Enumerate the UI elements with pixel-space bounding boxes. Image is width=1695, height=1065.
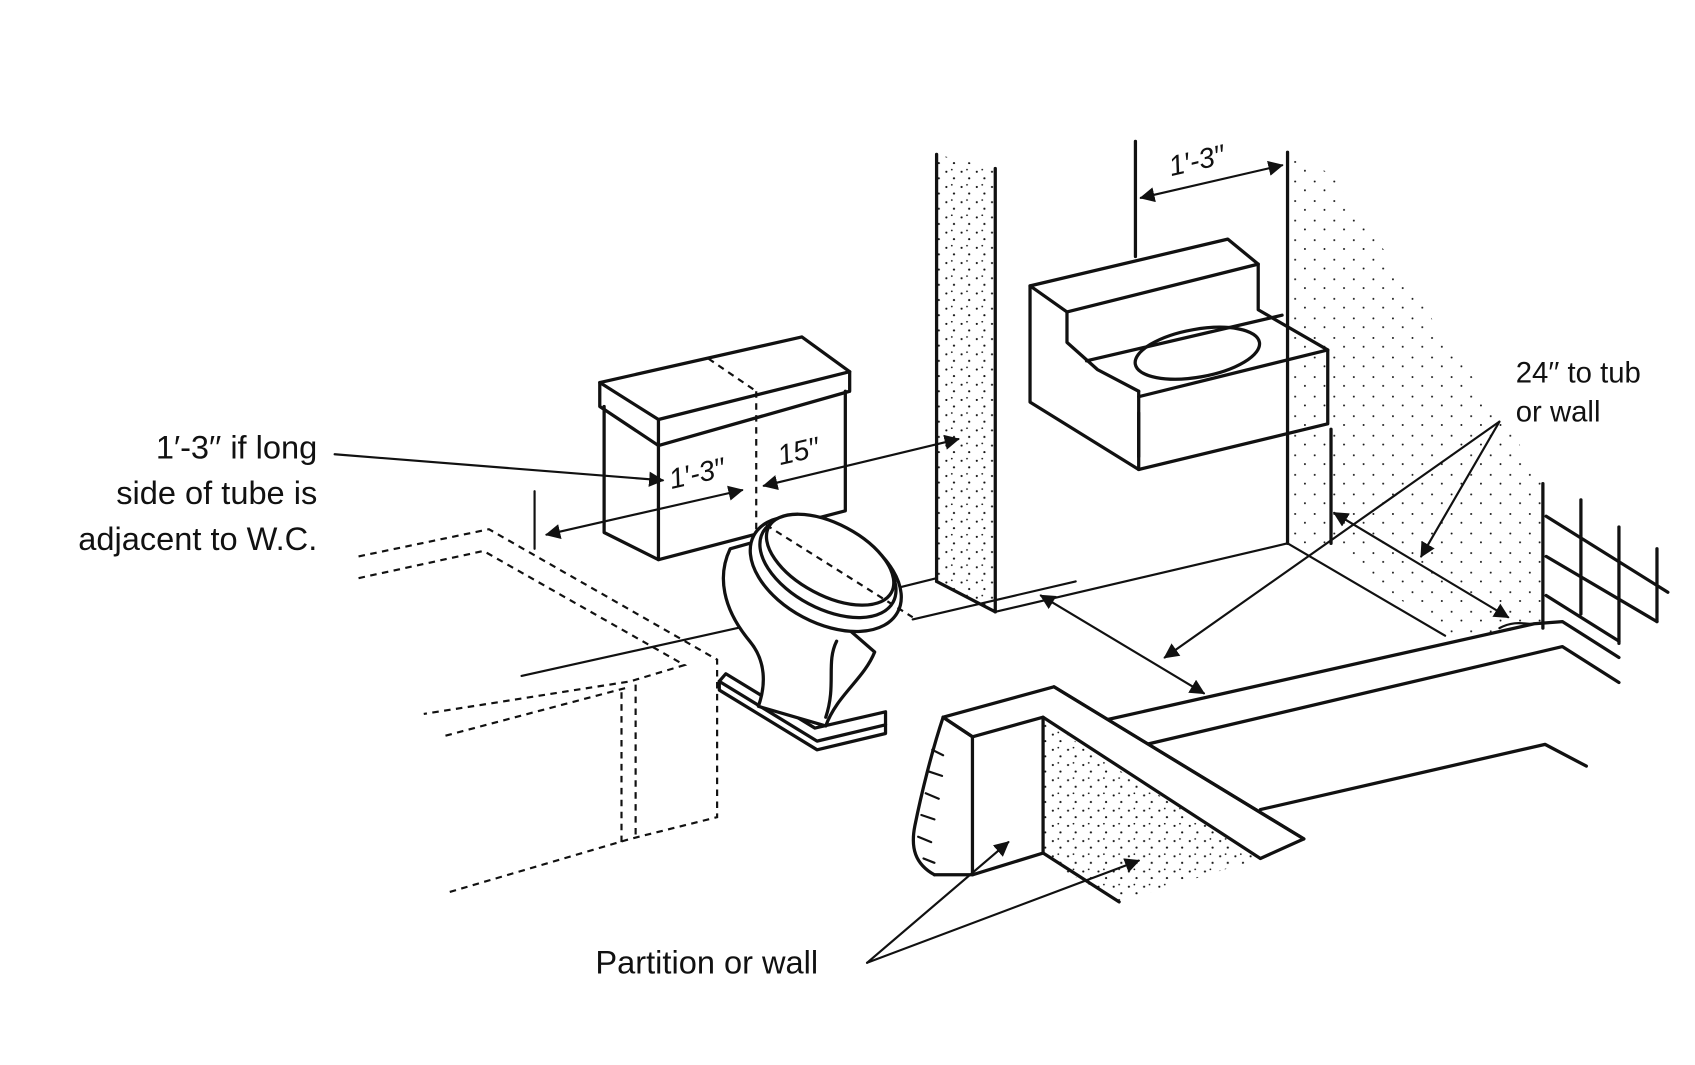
dim-arrow-floor-clearance — [1039, 594, 1206, 695]
label-tub-or-wall-line2: or wall — [1516, 396, 1601, 429]
dim-arrow-wc-tub — [545, 485, 744, 540]
dimension-lines — [533, 160, 1510, 695]
dim-arrow-tub-clearance — [1332, 511, 1510, 619]
label-tub-or-wall-line1: 24′′ to tub — [1516, 357, 1641, 390]
label-tub-note-line1: 1′-3′′ if long — [156, 429, 317, 466]
toilet-bowl — [717, 512, 914, 752]
label-tub-note-line2: side of tube is — [116, 474, 317, 511]
bathtub — [1106, 619, 1621, 812]
label-partition: Partition or wall — [595, 944, 818, 981]
wall-sink — [1028, 139, 1330, 472]
wall-column-left — [934, 152, 997, 614]
dim-label-wc-tub: 1′-3′′ — [666, 451, 730, 495]
hidden-tub-outline — [358, 528, 719, 895]
dim-arrow-wc-wall — [762, 434, 960, 490]
dim-arrow-sink-wall — [1139, 160, 1284, 203]
leader-lines — [333, 420, 1501, 964]
wall-right — [1285, 150, 1545, 630]
tile-grid — [1544, 498, 1670, 645]
label-tub-note-line3: adjacent to W.C. — [78, 520, 317, 557]
dim-label-wc-wall: 15′′ — [774, 430, 824, 471]
dim-label-sink-wall: 1′-3′′ — [1165, 138, 1229, 182]
